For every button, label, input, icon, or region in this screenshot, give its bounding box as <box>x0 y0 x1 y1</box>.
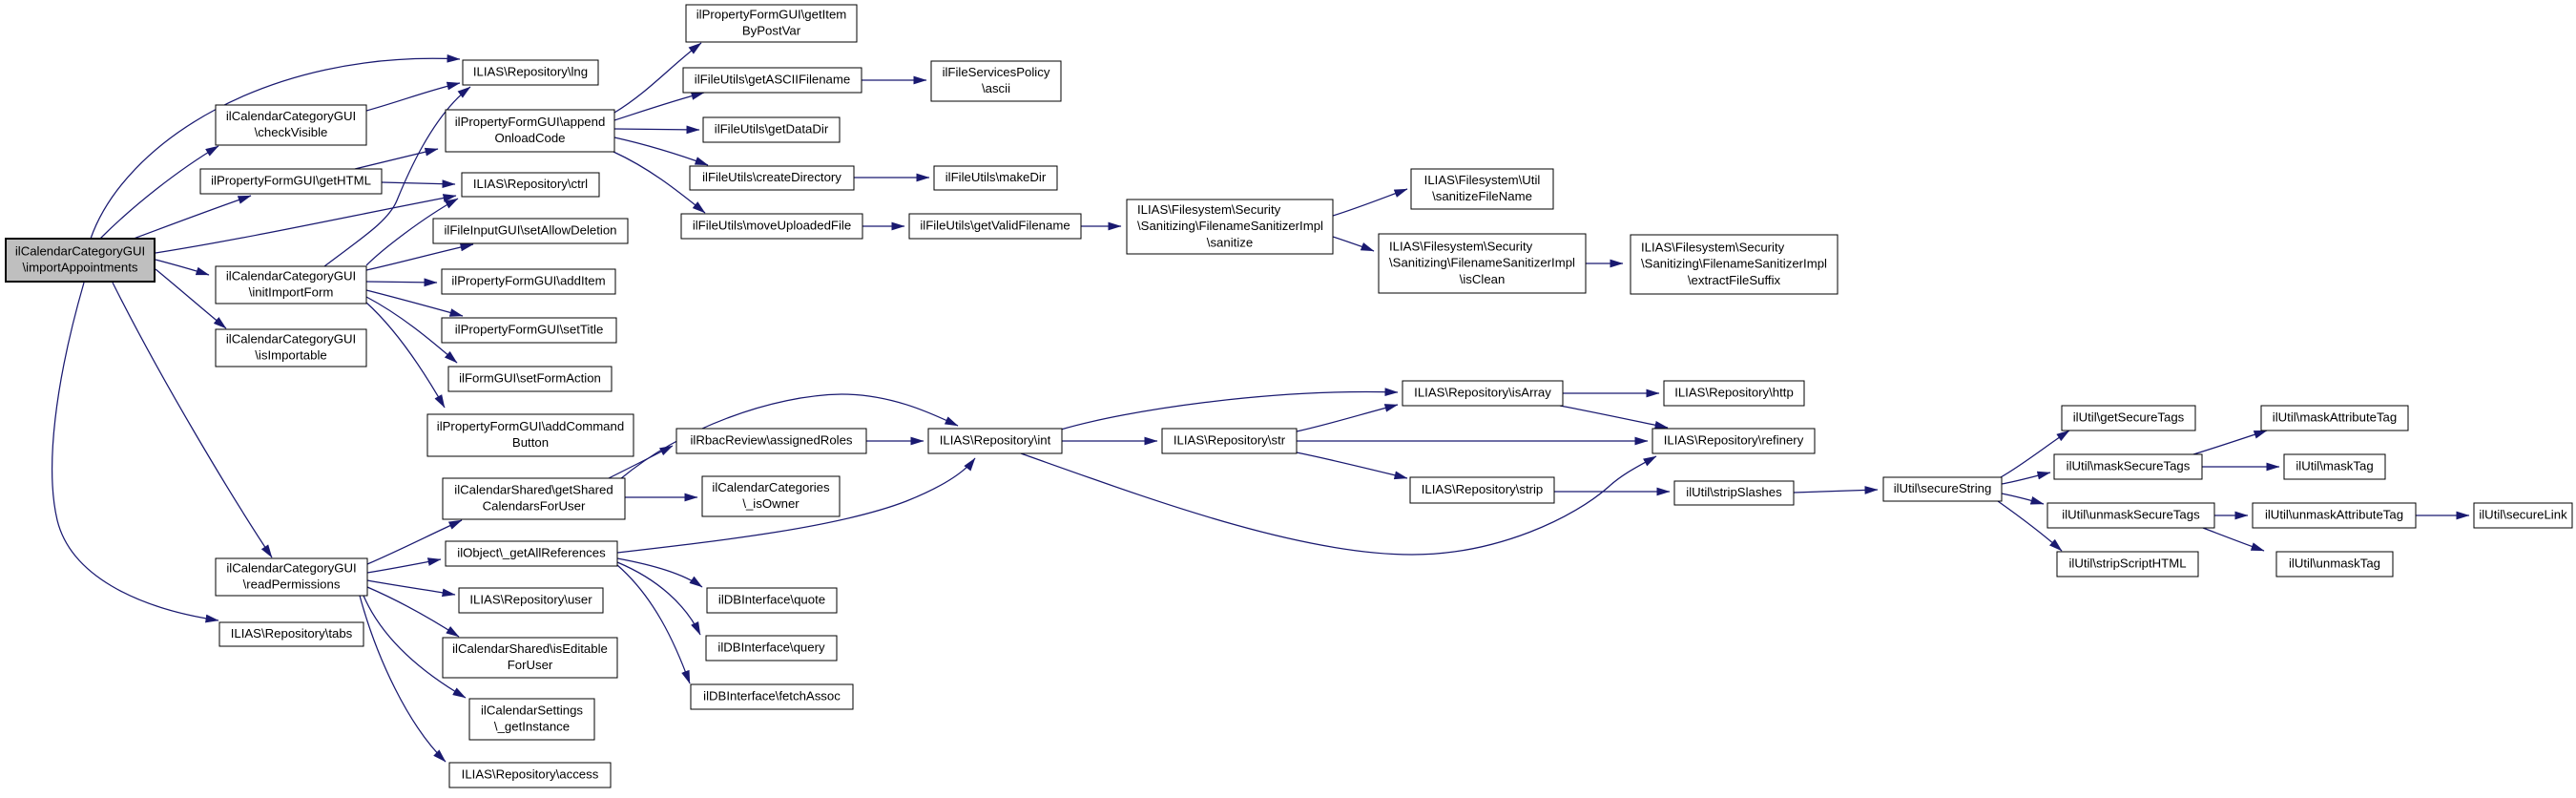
svg-text:\sanitize: \sanitize <box>1207 235 1253 249</box>
svg-text:ilUtil\unmaskSecureTags: ilUtil\unmaskSecureTags <box>2062 508 2200 522</box>
svg-text:ILIAS\Filesystem\Security: ILIAS\Filesystem\Security <box>1137 202 1281 217</box>
svg-text:ilPropertyFormGUI\getHTML: ilPropertyFormGUI\getHTML <box>211 174 371 188</box>
svg-text:\sanitizeFileName: \sanitizeFileName <box>1432 189 1532 203</box>
svg-text:ilUtil\unmaskTag: ilUtil\unmaskTag <box>2289 556 2380 571</box>
svg-text:\checkVisible: \checkVisible <box>255 125 328 139</box>
svg-text:ILIAS\Repository\ctrl: ILIAS\Repository\ctrl <box>473 177 588 191</box>
svg-text:ilPropertyFormGUI\addItem: ilPropertyFormGUI\addItem <box>451 274 605 288</box>
svg-text:ilUtil\maskSecureTags: ilUtil\maskSecureTags <box>2067 459 2191 473</box>
svg-text:\Sanitizing\FilenameSanitizerI: \Sanitizing\FilenameSanitizerImpl <box>1137 219 1323 233</box>
svg-text:ilUtil\stripSlashes: ilUtil\stripSlashes <box>1686 485 1782 499</box>
svg-text:ilCalendarCategoryGUI: ilCalendarCategoryGUI <box>226 561 356 576</box>
svg-text:ilRbacReview\assignedRoles: ilRbacReview\assignedRoles <box>690 433 852 448</box>
svg-text:ILIAS\Repository\str: ILIAS\Repository\str <box>1174 433 1286 448</box>
svg-text:ilCalendarCategoryGUI: ilCalendarCategoryGUI <box>226 332 356 346</box>
svg-text:ILIAS\Repository\user: ILIAS\Repository\user <box>469 593 592 607</box>
svg-text:ilCalendarShared\isEditable: ilCalendarShared\isEditable <box>452 641 608 656</box>
svg-text:\importAppointments: \importAppointments <box>23 261 138 275</box>
svg-text:ilDBInterface\query: ilDBInterface\query <box>717 640 825 655</box>
svg-text:ilFileUtils\makeDir: ilFileUtils\makeDir <box>945 170 1047 184</box>
svg-text:ilPropertyFormGUI\append: ilPropertyFormGUI\append <box>455 115 606 129</box>
svg-text:\_getInstance: \_getInstance <box>494 720 570 734</box>
svg-text:ILIAS\Repository\lng: ILIAS\Repository\lng <box>473 65 588 79</box>
svg-text:ilFileServicesPolicy: ilFileServicesPolicy <box>943 65 1050 79</box>
svg-text:OnloadCode: OnloadCode <box>494 131 565 145</box>
svg-text:ilUtil\secureString: ilUtil\secureString <box>1894 481 1992 495</box>
svg-text:ilUtil\getSecureTags: ilUtil\getSecureTags <box>2073 410 2185 425</box>
svg-text:ilCalendarSettings: ilCalendarSettings <box>481 704 583 718</box>
svg-text:ILIAS\Repository\isArray: ILIAS\Repository\isArray <box>1414 386 1551 400</box>
svg-text:ForUser: ForUser <box>508 658 553 672</box>
svg-text:ILIAS\Repository\refinery: ILIAS\Repository\refinery <box>1664 433 1804 448</box>
svg-text:ILIAS\Filesystem\Security: ILIAS\Filesystem\Security <box>1389 239 1533 253</box>
svg-text:ilPropertyFormGUI\getItem: ilPropertyFormGUI\getItem <box>696 8 847 22</box>
svg-text:\isClean: \isClean <box>1460 272 1506 286</box>
svg-text:ilCalendarCategoryGUI: ilCalendarCategoryGUI <box>15 244 145 259</box>
svg-text:ilCalendarCategoryGUI: ilCalendarCategoryGUI <box>226 109 356 123</box>
svg-text:Button: Button <box>512 435 549 450</box>
svg-text:ILIAS\Repository\http: ILIAS\Repository\http <box>1674 386 1794 400</box>
svg-text:ILIAS\Repository\strip: ILIAS\Repository\strip <box>1422 482 1544 496</box>
svg-text:ilDBInterface\quote: ilDBInterface\quote <box>718 593 825 607</box>
svg-text:ilFormGUI\setFormAction: ilFormGUI\setFormAction <box>459 371 601 386</box>
svg-text:ilFileUtils\getDataDir: ilFileUtils\getDataDir <box>715 122 829 136</box>
svg-text:ilObject\_getAllReferences: ilObject\_getAllReferences <box>457 546 606 560</box>
svg-text:ILIAS\Repository\access: ILIAS\Repository\access <box>462 767 599 782</box>
svg-text:ilUtil\maskTag: ilUtil\maskTag <box>2296 459 2373 473</box>
svg-text:ilPropertyFormGUI\addCommand: ilPropertyFormGUI\addCommand <box>437 419 624 433</box>
svg-text:\initImportForm: \initImportForm <box>249 285 334 300</box>
svg-text:ilUtil\stripScriptHTML: ilUtil\stripScriptHTML <box>2068 556 2186 571</box>
svg-text:ilFileUtils\getValidFilename: ilFileUtils\getValidFilename <box>920 219 1070 233</box>
svg-text:ILIAS\Filesystem\Security: ILIAS\Filesystem\Security <box>1641 240 1785 254</box>
svg-text:ByPostVar: ByPostVar <box>742 24 801 38</box>
svg-text:ILIAS\Repository\tabs: ILIAS\Repository\tabs <box>231 626 353 640</box>
svg-text:\Sanitizing\FilenameSanitizerI: \Sanitizing\FilenameSanitizerImpl <box>1389 256 1575 270</box>
svg-text:ILIAS\Repository\int: ILIAS\Repository\int <box>940 433 1051 448</box>
svg-text:ilFileUtils\getASCIIFilename: ilFileUtils\getASCIIFilename <box>695 73 850 87</box>
svg-text:ilUtil\unmaskAttributeTag: ilUtil\unmaskAttributeTag <box>2265 508 2403 522</box>
svg-text:ILIAS\Filesystem\Util: ILIAS\Filesystem\Util <box>1424 173 1541 187</box>
svg-text:ilCalendarCategoryGUI: ilCalendarCategoryGUI <box>226 269 356 284</box>
svg-text:CalendarsForUser: CalendarsForUser <box>483 499 586 514</box>
svg-text:\extractFileSuffix: \extractFileSuffix <box>1688 273 1781 287</box>
svg-text:ilFileInputGUI\setAllowDeletio: ilFileInputGUI\setAllowDeletion <box>444 223 616 238</box>
svg-text:ilDBInterface\fetchAssoc: ilDBInterface\fetchAssoc <box>703 689 841 704</box>
svg-text:ilCalendarCategories: ilCalendarCategories <box>712 480 830 494</box>
svg-text:ilFileUtils\createDirectory: ilFileUtils\createDirectory <box>702 170 841 184</box>
svg-text:\_isOwner: \_isOwner <box>742 496 800 511</box>
svg-text:\isImportable: \isImportable <box>255 348 327 363</box>
svg-text:\readPermissions: \readPermissions <box>243 578 341 592</box>
svg-text:ilPropertyFormGUI\setTitle: ilPropertyFormGUI\setTitle <box>455 323 604 337</box>
svg-text:ilCalendarShared\getShared: ilCalendarShared\getShared <box>454 483 613 497</box>
svg-text:\ascii: \ascii <box>982 81 1010 95</box>
svg-text:ilFileUtils\moveUploadedFile: ilFileUtils\moveUploadedFile <box>693 219 851 233</box>
svg-text:ilUtil\secureLink: ilUtil\secureLink <box>2479 508 2567 522</box>
svg-text:ilUtil\maskAttributeTag: ilUtil\maskAttributeTag <box>2273 410 2397 425</box>
svg-text:\Sanitizing\FilenameSanitizerI: \Sanitizing\FilenameSanitizerImpl <box>1641 257 1827 271</box>
